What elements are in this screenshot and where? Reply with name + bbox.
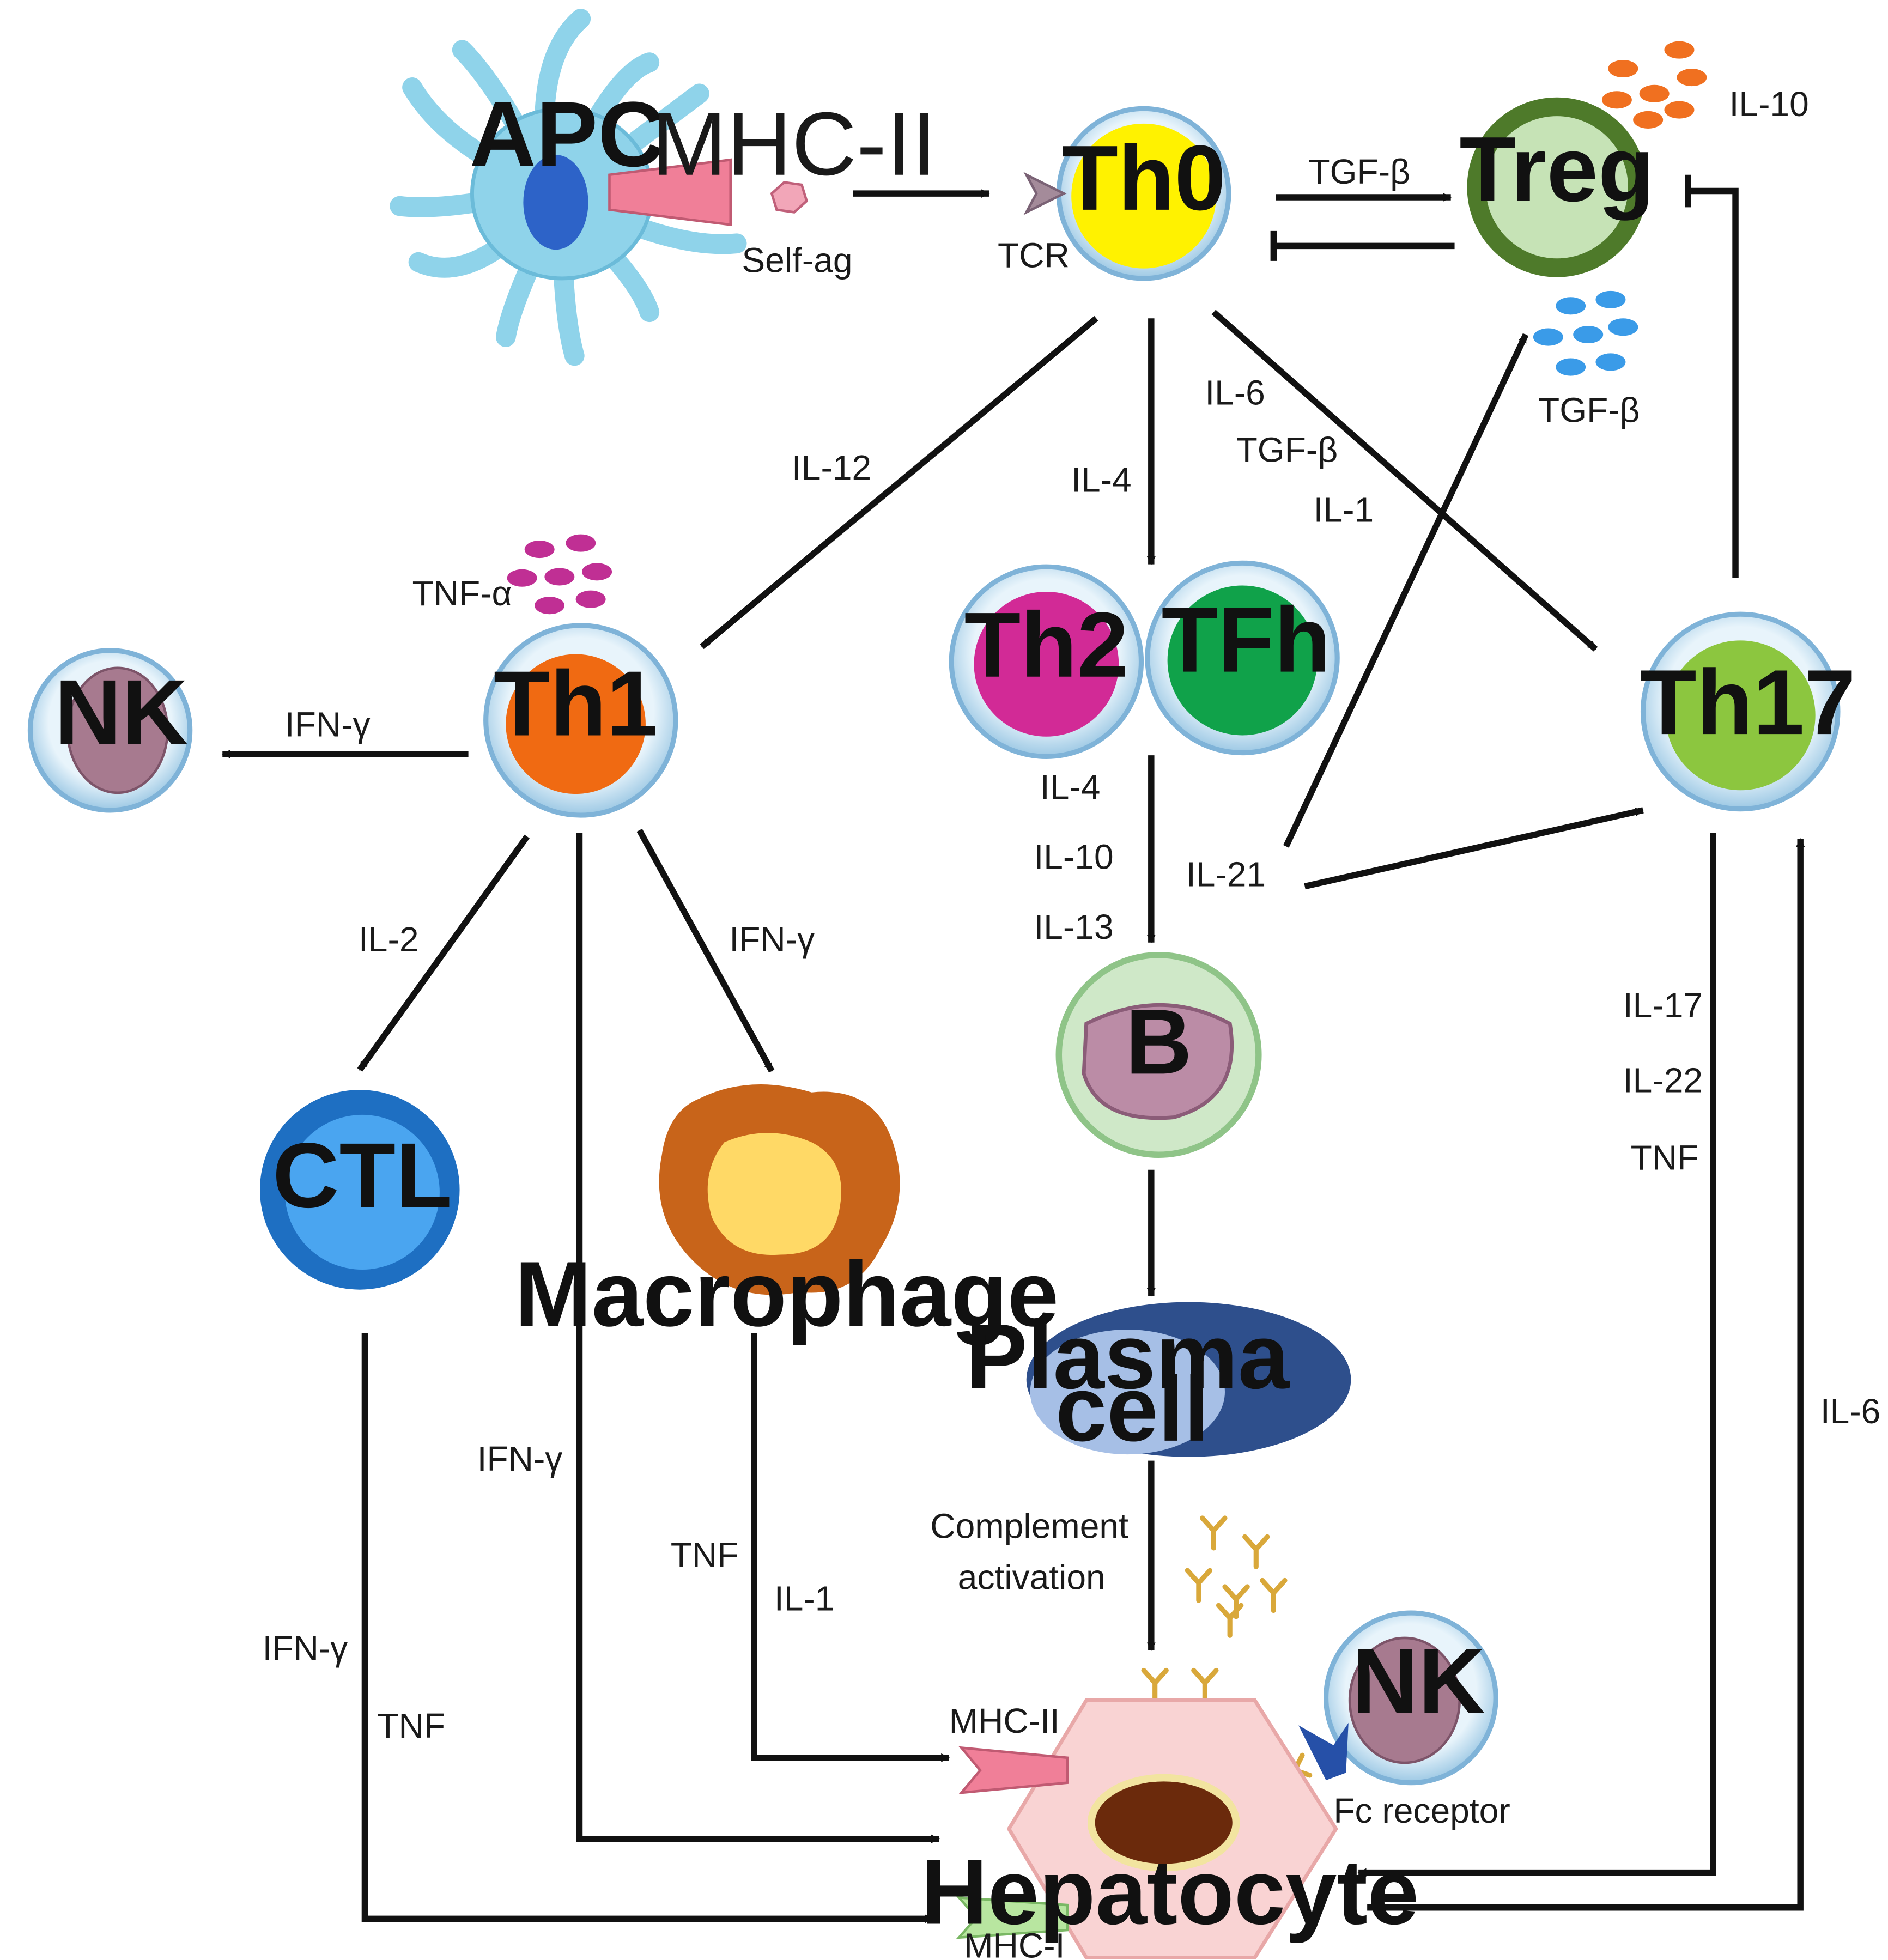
label-il10-treg: IL-10 <box>1729 84 1809 124</box>
label-tnf-mac: TNF <box>671 1535 739 1574</box>
label-tgf-b-dots: TGF-β <box>1538 390 1640 429</box>
apc-nucleus <box>523 155 588 250</box>
edge-il21-th17 <box>1304 807 1644 890</box>
label-fc-receptor: Fc receptor <box>1333 1791 1510 1830</box>
label-mhc-i-hep: MHC-I <box>964 1926 1065 1960</box>
edges <box>221 174 1805 1923</box>
th17-cell: Th17 <box>1640 611 1856 812</box>
th17-label: Th17 <box>1640 651 1856 754</box>
edge-hepatocyte-th17 <box>1367 838 1805 1911</box>
label-tnf-th17: TNF <box>1631 1138 1699 1178</box>
plasma-label-line1: Plasma <box>966 1305 1290 1408</box>
tfh-label: TFh <box>1162 588 1331 691</box>
label-mhc-ii-hep: MHC-II <box>949 1701 1060 1740</box>
label-complement-line1: Complement <box>930 1507 1128 1546</box>
label-ifn-g-nk: IFN-γ <box>285 705 371 744</box>
plasma-cell: Plasma cell <box>966 1302 1351 1460</box>
hepatocyte-cell: Hepatocyte <box>921 1698 1419 1959</box>
plasma-label-line2: cell <box>1055 1357 1210 1460</box>
label-il10-b: IL-10 <box>1034 838 1113 877</box>
edge-th0-th17 <box>1211 310 1598 652</box>
label-il12: IL-12 <box>792 448 871 487</box>
edge-ctl-hepatocyte <box>361 1333 934 1923</box>
tfh-cell: TFh <box>1145 560 1340 756</box>
th1-cell: Th1 <box>483 623 678 818</box>
label-tcr: TCR <box>998 235 1070 275</box>
label-complement-line2: activation <box>958 1558 1106 1597</box>
th1-label: Th1 <box>494 652 658 755</box>
ctl-label: CTL <box>272 1124 452 1227</box>
mhc-ii-receptor-apc <box>608 158 732 226</box>
label-il6-hep: IL-6 <box>1820 1392 1881 1431</box>
hepatocyte-label: Hepatocyte <box>921 1841 1419 1944</box>
apc-label: APC <box>470 83 665 186</box>
treg-label: Treg <box>1459 118 1654 221</box>
macrophage-label: Macrophage <box>515 1242 1059 1345</box>
mhc-i-receptor-hep <box>956 1896 1069 1939</box>
edge-th17-inhibit-treg <box>1687 187 1739 578</box>
nk-cell-right: NK <box>1298 1610 1498 1786</box>
label-tnf-ctl: TNF <box>377 1706 445 1745</box>
nk-left-label: NK <box>54 660 188 763</box>
treg-cell: Treg <box>1459 97 1654 277</box>
nk-right-label: NK <box>1352 1629 1485 1732</box>
antibody-icons <box>1141 1515 1313 1778</box>
apc-cell: APC <box>390 9 809 366</box>
il10-dots <box>1601 41 1707 129</box>
edge-th1-hepatocyte <box>576 833 940 1843</box>
label-il1-th17-path: IL-1 <box>1314 490 1374 530</box>
label-il17: IL-17 <box>1623 986 1703 1025</box>
tcr-receptor <box>1023 172 1067 215</box>
edge-th1-macrophage <box>636 828 775 1073</box>
tnf-a-dots <box>507 534 612 615</box>
th2-label: Th2 <box>964 593 1128 696</box>
self-antigen-icon <box>770 181 809 214</box>
fc-receptor-icon <box>1298 1722 1349 1781</box>
label-il1-mac: IL-1 <box>774 1579 835 1618</box>
label-ifn-g-th1-hep: IFN-γ <box>477 1439 563 1478</box>
label-il4-th2: IL-4 <box>1071 460 1132 500</box>
th0-label: Th0 <box>1061 126 1225 229</box>
label-tgf-b-treg: TGF-β <box>1308 152 1410 191</box>
edge-th17-hepatocyte <box>1357 833 1716 1877</box>
b-label: B <box>1125 990 1192 1093</box>
edge-th0-th1 <box>700 315 1098 650</box>
th2-cell: Th2 <box>949 564 1144 759</box>
ctl-cell: CTL <box>259 1090 460 1290</box>
label-tnf-a: TNF-α <box>412 574 512 613</box>
edge-il21-treg <box>1283 333 1529 848</box>
edge-th1-ctl <box>357 834 530 1072</box>
label-ifn-g-ctl: IFN-γ <box>263 1629 348 1668</box>
label-ifn-g-mac: IFN-γ <box>729 920 815 959</box>
mhc-ii-receptor-hep <box>958 1746 1069 1794</box>
label-il21: IL-21 <box>1186 855 1266 894</box>
label-il13-b: IL-13 <box>1034 907 1113 946</box>
b-cell: B <box>1055 951 1262 1158</box>
edge-macrophage-hepatocyte <box>751 1333 950 1762</box>
label-il22: IL-22 <box>1623 1061 1703 1100</box>
label-mhc-ii-apc: MHC-II <box>652 94 936 194</box>
hepatocyte-nucleus <box>1087 1774 1240 1872</box>
nk-cell-left: NK <box>27 648 193 813</box>
label-il6-th17-path: IL-6 <box>1205 373 1265 412</box>
tgf-b-dots <box>1533 290 1638 376</box>
label-il4-b: IL-4 <box>1040 767 1101 806</box>
th0-cell: Th0 <box>1023 106 1231 281</box>
label-self-ag: Self-ag <box>742 240 852 280</box>
macrophage-cell: Macrophage <box>515 1084 1059 1345</box>
label-il2: IL-2 <box>359 920 419 959</box>
label-tgf-b-th17-path: TGF-β <box>1236 430 1338 470</box>
